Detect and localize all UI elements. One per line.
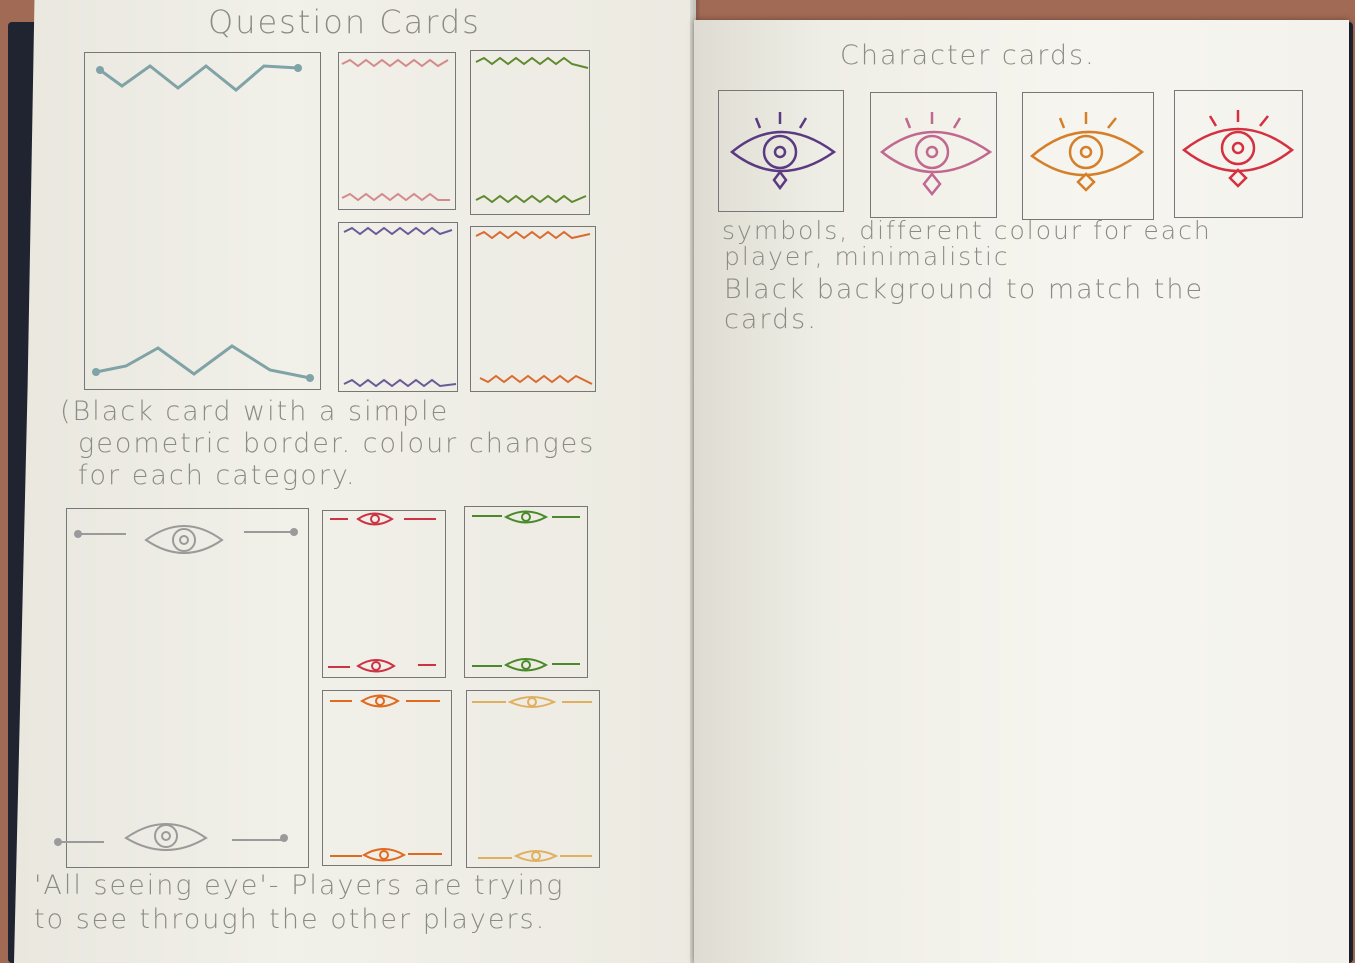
- character-card-pink: [870, 92, 997, 218]
- character-card-purple: [718, 90, 844, 212]
- character-note-line-4: cards.: [724, 304, 818, 335]
- eye-caption-line-1: 'All seeing eye'- Players are trying: [34, 870, 565, 901]
- character-note-line-1: symbols, different colour for each: [722, 216, 1212, 245]
- right-page: [694, 20, 1349, 963]
- eye-caption-line-2: to see through the other players.: [34, 904, 547, 935]
- border-note-line-1: (Black card with a simple: [60, 396, 450, 427]
- character-note-line-2: player, minimalistic: [724, 242, 1010, 271]
- eye-card-green: [464, 506, 588, 678]
- eye-card-orange: [322, 690, 452, 866]
- character-card-orange: [1022, 92, 1154, 220]
- large-eye-card: [66, 508, 309, 868]
- character-cards-title: Character cards.: [840, 40, 1096, 71]
- question-cards-title: Question Cards: [208, 3, 481, 41]
- border-note-line-3: for each category.: [78, 460, 357, 491]
- left-page: [14, 0, 696, 963]
- character-card-red: [1174, 90, 1303, 218]
- eye-card-red: [322, 510, 446, 678]
- border-note-line-2: geometric border. colour changes: [78, 428, 596, 459]
- zigzag-card-green: [470, 50, 590, 215]
- zigzag-card-purple: [338, 222, 458, 392]
- zigzag-card-pink: [338, 52, 456, 210]
- large-zigzag-card: [84, 52, 321, 390]
- eye-card-yellow: [466, 690, 600, 868]
- character-note-line-3: Black background to match the: [724, 274, 1205, 305]
- zigzag-card-orange: [470, 226, 596, 392]
